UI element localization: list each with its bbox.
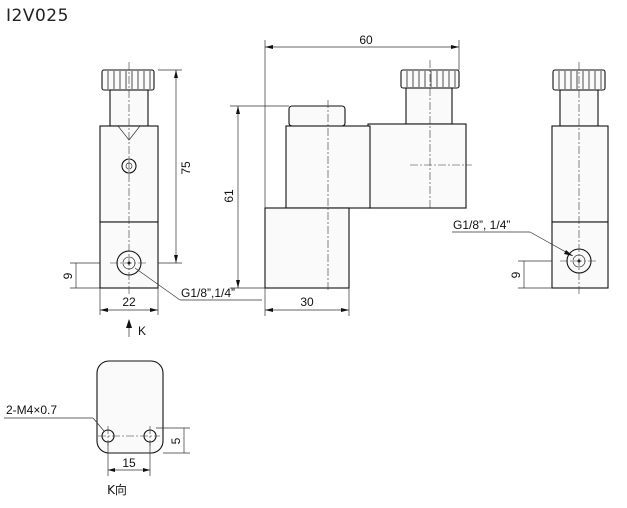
- k-arrow-label: K: [138, 324, 146, 338]
- dim-75: 75: [179, 161, 193, 175]
- dim-15: 15: [122, 456, 136, 470]
- front-port-label: G1/8”,1/4”: [181, 286, 235, 300]
- drawing-title: I2V025: [6, 6, 69, 26]
- side-connector-body: [367, 123, 467, 209]
- dim-60: 60: [359, 33, 373, 47]
- dim-61: 61: [222, 189, 236, 203]
- right-valve-body: [551, 221, 609, 289]
- side-coil-cap: [288, 105, 346, 127]
- front-view: 75 9 22 G1/8”,1/4” K: [61, 62, 262, 338]
- dim-9-right: 9: [509, 271, 523, 278]
- front-knob: [101, 69, 155, 91]
- side-connector-stem: [405, 87, 453, 125]
- dim-22: 22: [122, 295, 136, 309]
- dim-30: 30: [300, 295, 314, 309]
- side-view: 60 61 30: [222, 33, 472, 316]
- k-view: 2-M4×0.7 5 15 K向: [4, 360, 190, 497]
- dim-5: 5: [169, 437, 183, 444]
- k-view-label: K向: [107, 482, 127, 497]
- dim-9-front: 9: [61, 272, 75, 279]
- k-view-base: [96, 360, 164, 454]
- right-port-label: G1/8”, 1/4”: [453, 218, 510, 232]
- right-housing: [551, 125, 609, 223]
- thread-label: 2-M4×0.7: [6, 403, 57, 417]
- right-view: G1/8”, 1/4” 9: [452, 62, 609, 296]
- side-valve-body: [264, 207, 350, 289]
